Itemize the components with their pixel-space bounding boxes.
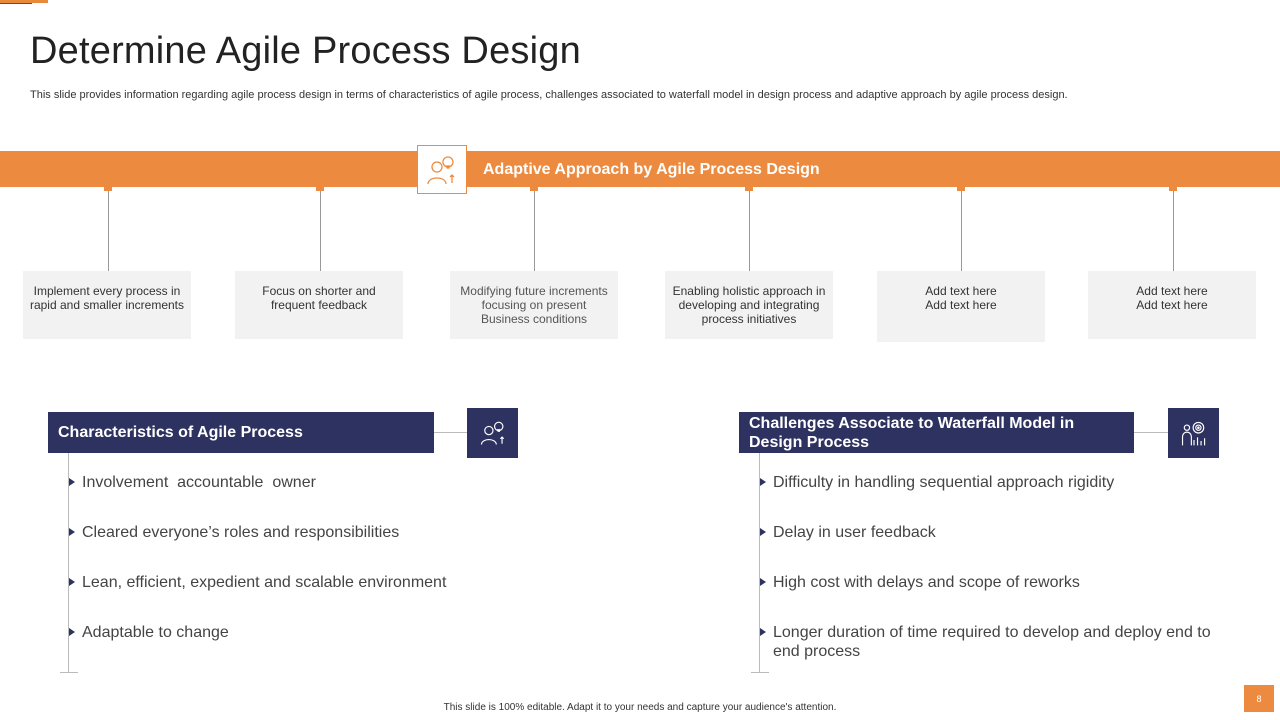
challenges-icon-box bbox=[1168, 408, 1219, 458]
list-item: Difficulty in handling sequential approa… bbox=[760, 473, 1223, 492]
timeline-connector bbox=[1173, 191, 1174, 271]
challenges-connector bbox=[1134, 432, 1168, 433]
page-number: 8 bbox=[1244, 685, 1274, 712]
characteristics-connector bbox=[434, 432, 467, 433]
timeline-connector bbox=[749, 191, 750, 271]
bullet-arrow-icon bbox=[69, 578, 75, 586]
banner-label: Adaptive Approach by Agile Process Desig… bbox=[483, 161, 820, 178]
corner-accent bbox=[0, 0, 48, 3]
challenges-rail-foot bbox=[751, 672, 769, 673]
team-target-icon bbox=[1181, 421, 1205, 446]
bullet-arrow-icon bbox=[760, 478, 766, 486]
timeline-node bbox=[745, 183, 753, 191]
list-item: Lean, efficient, expedient and scalable … bbox=[69, 573, 702, 592]
banner-icon-box bbox=[417, 145, 467, 194]
bullet-arrow-icon bbox=[69, 628, 75, 636]
timeline-node bbox=[1169, 183, 1177, 191]
characteristics-header: Characteristics of Agile Process bbox=[48, 412, 434, 453]
person-idea-icon bbox=[480, 421, 504, 445]
characteristics-icon-box bbox=[467, 408, 518, 458]
adaptive-approach-banner bbox=[0, 151, 1280, 187]
page-title: Determine Agile Process Design bbox=[30, 30, 581, 72]
bullet-arrow-icon bbox=[69, 478, 75, 486]
approach-card-5: Add text here Add text here bbox=[877, 271, 1045, 342]
list-item: High cost with delays and scope of rewor… bbox=[760, 573, 1223, 592]
list-item: Involvement accountable owner bbox=[69, 473, 702, 492]
list-item: Delay in user feedback bbox=[760, 523, 1223, 542]
characteristics-rail bbox=[68, 453, 69, 673]
characteristics-rail-foot bbox=[60, 672, 78, 673]
list-item: Adaptable to change bbox=[69, 623, 702, 642]
challenges-header: Challenges Associate to Waterfall Model … bbox=[739, 412, 1134, 453]
approach-card-6: Add text here Add text here bbox=[1088, 271, 1256, 339]
bullet-arrow-icon bbox=[760, 628, 766, 636]
challenges-rail bbox=[759, 453, 760, 673]
timeline-connector bbox=[320, 191, 321, 271]
person-idea-icon bbox=[427, 155, 455, 184]
approach-card-1: Implement every process in rapid and sma… bbox=[23, 271, 191, 339]
corner-accent-line bbox=[0, 3, 32, 4]
timeline-node bbox=[957, 183, 965, 191]
approach-card-2: Focus on shorter and frequent feedback bbox=[235, 271, 403, 339]
approach-card-3: Modifying future increments focusing on … bbox=[450, 271, 618, 339]
footer-note: This slide is 100% editable. Adapt it to… bbox=[443, 702, 837, 713]
list-item: Longer duration of time required to deve… bbox=[760, 623, 1223, 661]
bullet-arrow-icon bbox=[760, 578, 766, 586]
timeline-node bbox=[104, 183, 112, 191]
bullet-arrow-icon bbox=[69, 528, 75, 536]
bullet-arrow-icon bbox=[760, 528, 766, 536]
approach-card-4: Enabling holistic approach in developing… bbox=[665, 271, 833, 339]
timeline-node bbox=[316, 183, 324, 191]
page-subtitle: This slide provides information regardin… bbox=[30, 89, 1068, 101]
timeline-connector bbox=[961, 191, 962, 271]
timeline-connector bbox=[534, 191, 535, 271]
timeline-connector bbox=[108, 191, 109, 271]
timeline-node bbox=[530, 183, 538, 191]
list-item: Cleared everyone’s roles and responsibil… bbox=[69, 523, 702, 542]
